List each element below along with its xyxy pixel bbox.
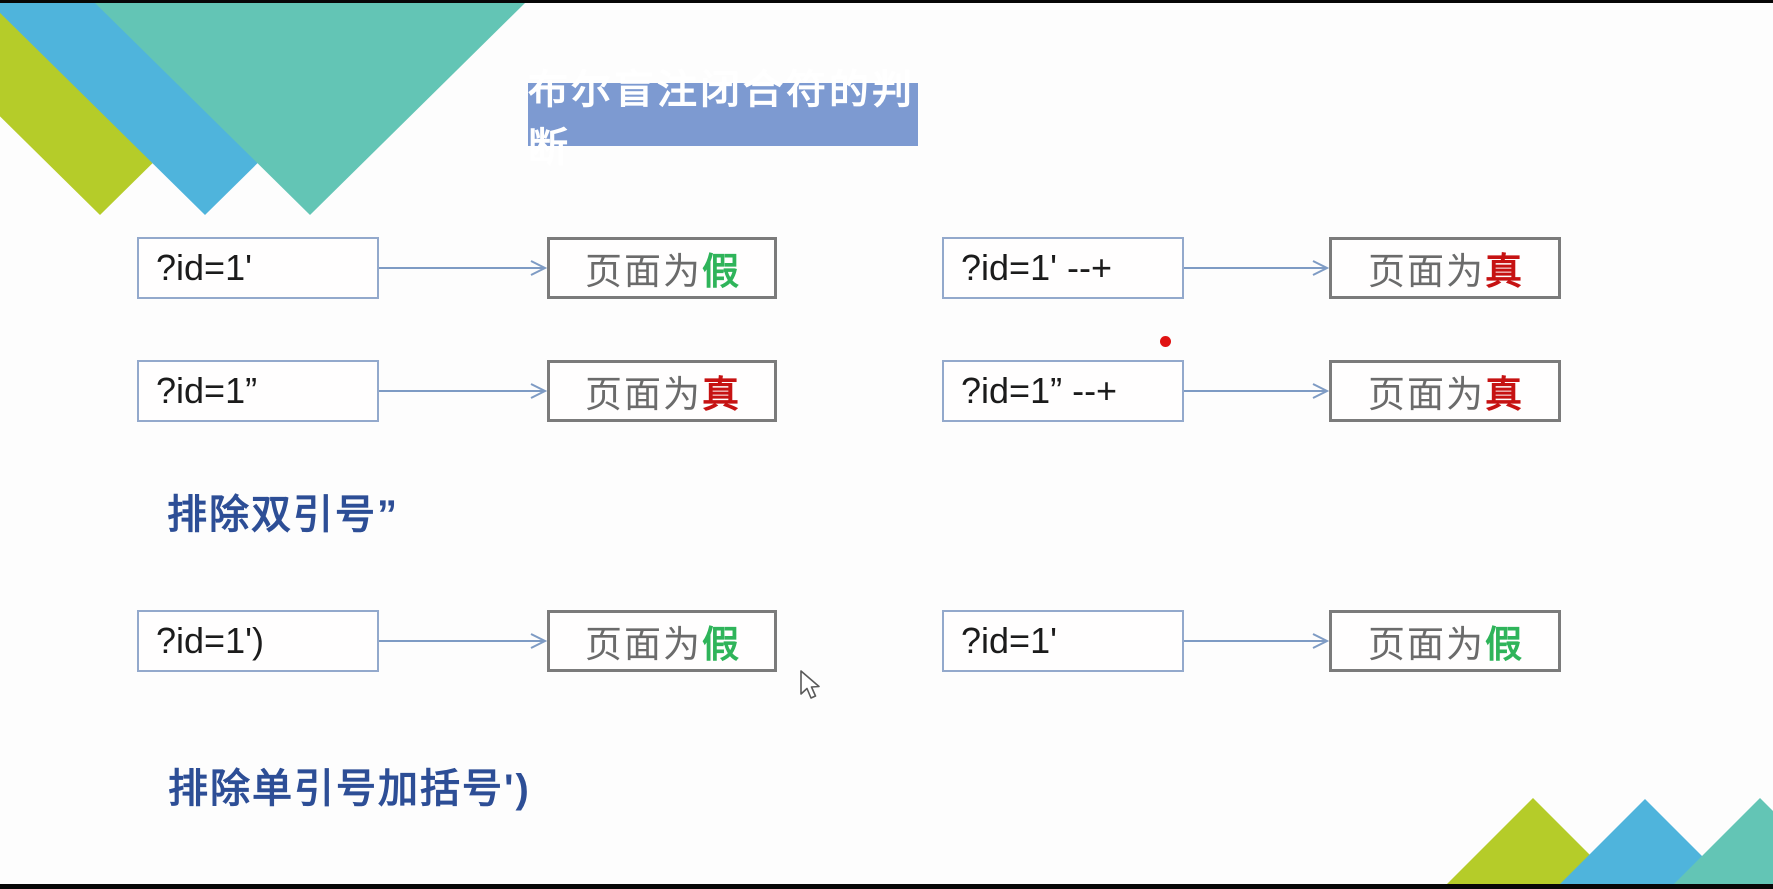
query-box: ?id=1'	[942, 610, 1184, 672]
arrow-right-icon	[379, 633, 547, 649]
note-exclude-single-quote-paren: 排除单引号加括号')	[168, 767, 531, 811]
query-text: ?id=1”	[156, 370, 258, 411]
corner-decoration-bottom-right	[1447, 798, 1773, 884]
note-exclude-double-quote: 排除双引号”	[167, 493, 399, 537]
result-prefix: 页面为	[585, 374, 702, 415]
query-box: ?id=1”	[137, 360, 379, 422]
result-prefix: 页面为	[1368, 251, 1485, 292]
result-verdict: 假	[702, 251, 739, 292]
result-box: 页面为真	[1329, 360, 1561, 422]
result-verdict: 真	[1485, 251, 1522, 292]
query-box: ?id=1' --+	[942, 237, 1184, 299]
query-text: ?id=1' --+	[961, 247, 1112, 288]
arrow-right-icon	[1184, 633, 1329, 649]
triangle-yellow-green	[1447, 798, 1619, 884]
query-box: ?id=1” --+	[942, 360, 1184, 422]
result-text: 页面为真	[585, 364, 739, 418]
arrow-right-icon	[1184, 383, 1329, 399]
result-verdict: 假	[1485, 624, 1522, 665]
annotation-dot	[1160, 336, 1171, 347]
letterbox-bar-bottom	[0, 884, 1773, 889]
triangle-blue	[1560, 799, 1730, 884]
result-box: 页面为假	[547, 237, 777, 299]
result-verdict: 真	[702, 374, 739, 415]
triangle-teal	[1674, 798, 1773, 884]
query-box: ?id=1')	[137, 610, 379, 672]
result-text: 页面为假	[585, 614, 739, 668]
query-text: ?id=1')	[156, 620, 264, 661]
result-text: 页面为真	[1368, 364, 1522, 418]
triangle-teal	[95, 3, 525, 215]
arrow-right-icon	[1184, 260, 1329, 276]
result-text: 页面为假	[585, 241, 739, 295]
result-box: 页面为假	[1329, 610, 1561, 672]
query-text: ?id=1'	[961, 620, 1057, 661]
slide-title: 布尔盲注闭合符的判断	[528, 68, 918, 170]
result-prefix: 页面为	[585, 251, 702, 292]
arrow-right-icon	[379, 383, 547, 399]
result-box: 页面为假	[547, 610, 777, 672]
result-prefix: 页面为	[1368, 624, 1485, 665]
result-verdict: 假	[702, 624, 739, 665]
result-prefix: 页面为	[1368, 374, 1485, 415]
result-text: 页面为假	[1368, 614, 1522, 668]
corner-decoration-top-left	[0, 3, 525, 215]
result-box: 页面为真	[547, 360, 777, 422]
query-text: ?id=1” --+	[961, 370, 1118, 411]
arrow-right-icon	[379, 260, 547, 276]
letterbox-bar-top	[0, 0, 1773, 3]
result-verdict: 真	[1485, 374, 1522, 415]
result-prefix: 页面为	[585, 624, 702, 665]
result-text: 页面为真	[1368, 241, 1522, 295]
mouse-cursor	[800, 670, 820, 699]
result-box: 页面为真	[1329, 237, 1561, 299]
query-text: ?id=1'	[156, 247, 252, 288]
query-box: ?id=1'	[137, 237, 379, 299]
